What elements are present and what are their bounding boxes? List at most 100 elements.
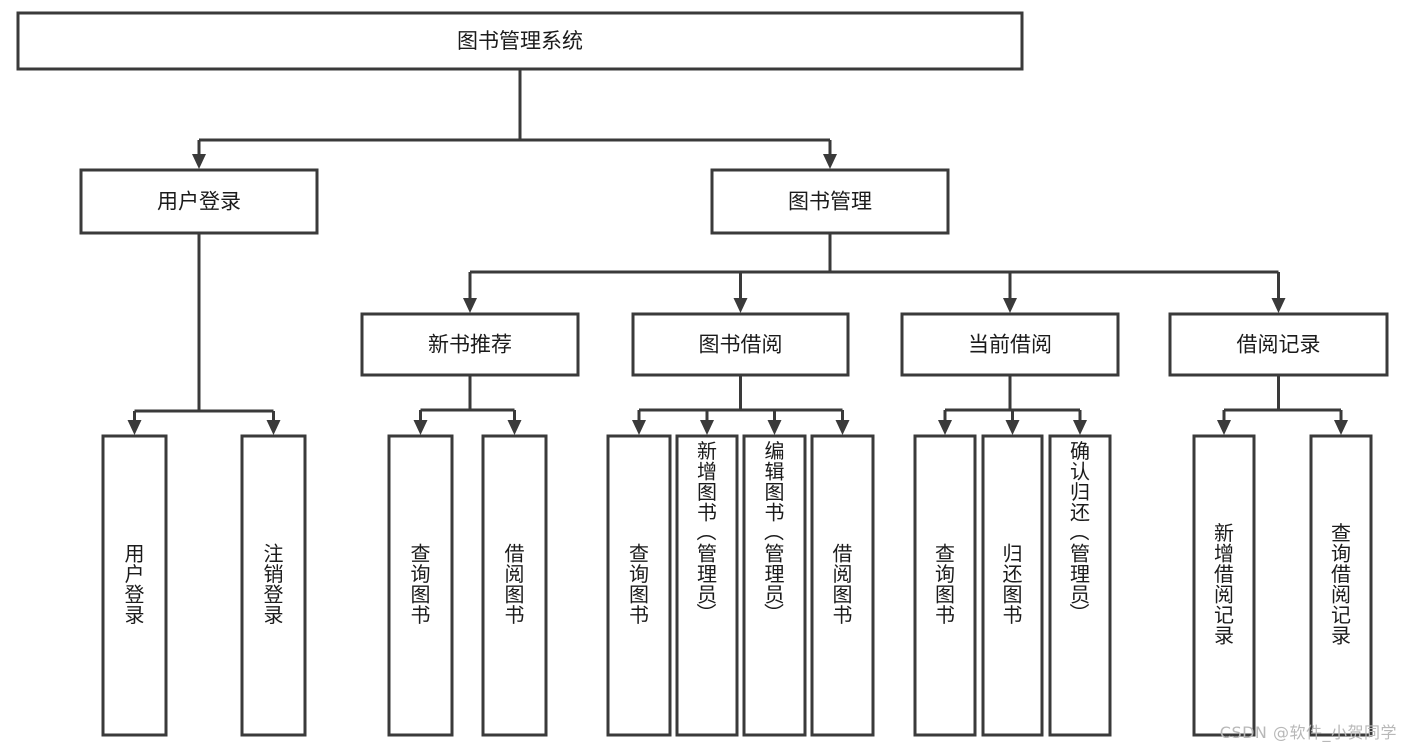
node-label-user-login: 用户登录 bbox=[157, 190, 241, 214]
node-leaf-user-login[interactable]: 用户登录 bbox=[101, 434, 168, 737]
arrow-head-glyph bbox=[1005, 420, 1020, 435]
node-label-leaf-user-logout: 注销登录 bbox=[264, 541, 284, 627]
node-box-leaf-edit-book bbox=[742, 434, 807, 737]
node-label-borrow-record: 借阅记录 bbox=[1237, 333, 1321, 357]
node-box-leaf-borrow-book-2 bbox=[810, 434, 875, 737]
node-label-leaf-confirm-return: 确认归还（管理员） bbox=[1069, 439, 1090, 627]
node-book-borrow[interactable]: 图书借阅 bbox=[631, 312, 850, 377]
arrow-head-icon bbox=[266, 411, 281, 435]
node-leaf-query-book-3[interactable]: 查询图书 bbox=[913, 434, 977, 737]
node-box-leaf-user-logout bbox=[240, 434, 307, 737]
node-label-leaf-add-book: 新增图书（管理员） bbox=[696, 439, 717, 627]
node-layer: 图书管理系统用户登录图书管理新书推荐图书借阅当前借阅借阅记录用户登录注销登录查询… bbox=[16, 11, 1389, 737]
node-label-leaf-query-book-1: 查询图书 bbox=[411, 541, 431, 627]
arrow-head-glyph bbox=[835, 420, 850, 435]
arrow-head-icon bbox=[733, 272, 748, 313]
node-label-root: 图书管理系统 bbox=[457, 29, 583, 53]
node-label-leaf-user-login: 用户登录 bbox=[125, 541, 145, 627]
arrow-head-icon bbox=[938, 410, 952, 435]
arrow-head-glyph bbox=[507, 420, 522, 435]
arrow-head-icon bbox=[835, 410, 850, 435]
node-leaf-user-logout[interactable]: 注销登录 bbox=[240, 434, 307, 737]
node-box-current-borrow bbox=[900, 312, 1120, 377]
arrow-head-icon bbox=[1217, 410, 1231, 435]
node-leaf-add-book[interactable]: 新增图书（管理员） bbox=[675, 434, 739, 737]
arrow-head-icon bbox=[463, 272, 477, 313]
node-box-leaf-query-record bbox=[1309, 434, 1373, 737]
arrow-head-icon bbox=[127, 411, 142, 435]
arrow-head-glyph bbox=[1073, 420, 1087, 435]
arrow-head-icon bbox=[1003, 272, 1017, 313]
arrow-head-icon bbox=[192, 140, 206, 169]
arrow-head-glyph bbox=[700, 420, 714, 435]
node-box-user-login bbox=[79, 168, 319, 235]
arrow-head-glyph bbox=[1271, 298, 1286, 313]
node-leaf-borrow-book-2[interactable]: 借阅图书 bbox=[810, 434, 875, 737]
arrow-head-glyph bbox=[413, 420, 428, 435]
arrow-head-glyph bbox=[632, 420, 646, 435]
node-leaf-edit-book[interactable]: 编辑图书（管理员） bbox=[742, 434, 807, 737]
node-label-leaf-return-book: 归还图书 bbox=[1003, 541, 1023, 627]
node-leaf-return-book[interactable]: 归还图书 bbox=[981, 434, 1044, 737]
node-label-current-borrow: 当前借阅 bbox=[968, 333, 1052, 357]
node-book-manage[interactable]: 图书管理 bbox=[710, 168, 950, 235]
node-box-leaf-confirm-return bbox=[1048, 434, 1112, 737]
node-label-leaf-add-record: 新增借阅记录 bbox=[1214, 521, 1234, 648]
arrow-head-glyph bbox=[733, 298, 748, 313]
arrow-head-icon bbox=[1271, 272, 1286, 313]
arrow-head-glyph bbox=[938, 420, 952, 435]
node-box-leaf-query-book-2 bbox=[606, 434, 672, 737]
connector-layer bbox=[134, 69, 1341, 413]
arrow-head-icon bbox=[507, 410, 522, 435]
node-box-book-borrow bbox=[631, 312, 850, 377]
node-leaf-query-book-1[interactable]: 查询图书 bbox=[387, 434, 454, 737]
node-label-book-borrow: 图书借阅 bbox=[699, 333, 783, 357]
node-label-leaf-query-book-2: 查询图书 bbox=[629, 541, 649, 627]
node-box-leaf-add-book bbox=[675, 434, 739, 737]
watermark-label: CSDN @软件_小贺同学 bbox=[1219, 723, 1397, 742]
node-box-leaf-borrow-book-1 bbox=[481, 434, 548, 737]
node-label-new-book-recommend: 新书推荐 bbox=[428, 333, 512, 357]
arrow-head-glyph bbox=[127, 420, 142, 435]
arrow-head-glyph bbox=[1334, 420, 1348, 435]
node-box-leaf-user-login bbox=[101, 434, 168, 737]
arrow-head-icon bbox=[1334, 410, 1348, 435]
arrow-head-icon bbox=[1073, 410, 1087, 435]
node-label-leaf-borrow-book-2: 借阅图书 bbox=[833, 541, 853, 627]
arrow-head-glyph bbox=[266, 420, 281, 435]
arrow-head-glyph bbox=[1003, 298, 1017, 313]
node-user-login[interactable]: 用户登录 bbox=[79, 168, 319, 235]
arrow-head-glyph bbox=[1217, 420, 1231, 435]
node-label-book-manage: 图书管理 bbox=[788, 190, 872, 214]
arrow-head-glyph bbox=[823, 154, 837, 169]
arrow-head-icon bbox=[823, 140, 837, 169]
arrow-head-icon bbox=[700, 410, 714, 435]
node-box-book-manage bbox=[710, 168, 950, 235]
node-current-borrow[interactable]: 当前借阅 bbox=[900, 312, 1120, 377]
arrow-head-glyph bbox=[192, 154, 206, 169]
node-leaf-confirm-return[interactable]: 确认归还（管理员） bbox=[1048, 434, 1112, 737]
node-root[interactable]: 图书管理系统 bbox=[16, 11, 1024, 71]
node-label-leaf-query-record: 查询借阅记录 bbox=[1331, 521, 1351, 648]
node-new-book-recommend[interactable]: 新书推荐 bbox=[360, 312, 580, 377]
node-box-borrow-record bbox=[1168, 312, 1389, 377]
node-box-new-book-recommend bbox=[360, 312, 580, 377]
node-box-leaf-add-record bbox=[1192, 434, 1256, 737]
node-borrow-record[interactable]: 借阅记录 bbox=[1168, 312, 1389, 377]
node-label-leaf-borrow-book-1: 借阅图书 bbox=[505, 541, 525, 627]
arrow-head-icon bbox=[767, 410, 782, 435]
arrow-head-icon bbox=[632, 410, 646, 435]
node-leaf-add-record[interactable]: 新增借阅记录 bbox=[1192, 434, 1256, 737]
arrow-head-glyph bbox=[463, 298, 477, 313]
node-label-leaf-edit-book: 编辑图书（管理员） bbox=[764, 439, 785, 627]
node-leaf-borrow-book-1[interactable]: 借阅图书 bbox=[481, 434, 548, 737]
node-box-leaf-query-book-3 bbox=[913, 434, 977, 737]
node-leaf-query-book-2[interactable]: 查询图书 bbox=[606, 434, 672, 737]
node-label-leaf-query-book-3: 查询图书 bbox=[935, 541, 955, 627]
node-leaf-query-record[interactable]: 查询借阅记录 bbox=[1309, 434, 1373, 737]
arrow-head-icon bbox=[413, 410, 428, 435]
node-box-root bbox=[16, 11, 1024, 71]
arrow-head-glyph bbox=[767, 420, 782, 435]
